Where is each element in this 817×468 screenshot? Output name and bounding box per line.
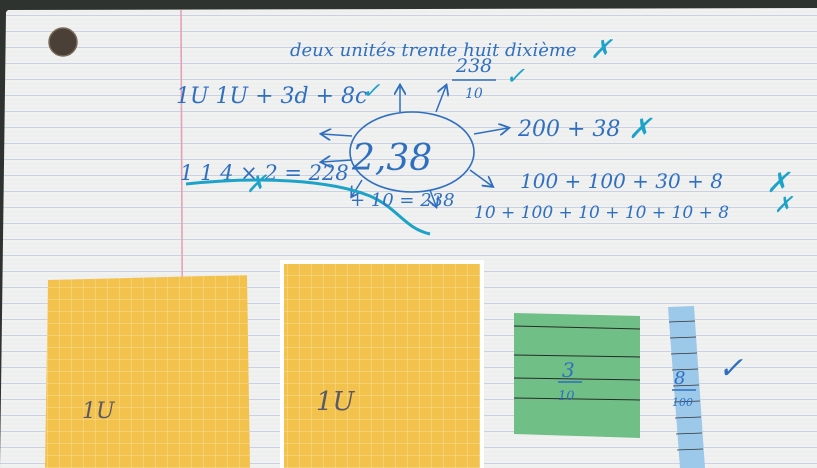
decomposition-mark: ✓ bbox=[362, 79, 381, 104]
card-1-label: 1U bbox=[82, 399, 116, 424]
title-text: deux unités trente huit dixième bbox=[290, 40, 577, 61]
correction-swoosh bbox=[185, 178, 431, 236]
blue-hundredths-strip: 8 100 bbox=[668, 306, 705, 468]
fraction-mark: ✓ bbox=[505, 62, 525, 90]
green-card-denominator: 10 bbox=[558, 389, 575, 404]
arrow-down bbox=[430, 189, 436, 206]
bottom-addition: + 10 = 238 bbox=[350, 190, 455, 211]
fraction-numerator: 238 bbox=[455, 55, 492, 77]
yellow-card-2: 1U bbox=[280, 260, 484, 468]
arrow-right bbox=[473, 128, 508, 134]
center-number: 2,38 bbox=[351, 138, 432, 179]
right-decomposition-3-mark: ✗ bbox=[774, 193, 794, 218]
yellow-card-1: 1U bbox=[45, 275, 250, 468]
green-tenths-card: 3 10 bbox=[513, 313, 641, 438]
right-decomposition-2-mark: ✗ bbox=[766, 166, 791, 199]
center-oval bbox=[349, 111, 475, 193]
arrow-left bbox=[322, 134, 353, 136]
title-mark: ✗ bbox=[590, 35, 613, 65]
right-decomposition-2: 100 + 100 + 30 + 8 bbox=[520, 169, 723, 193]
right-decomposition-3: 10 + 100 + 10 + 10 + 10 + 8 bbox=[474, 203, 729, 223]
binder-hole bbox=[49, 28, 77, 56]
strip-check-mark: ✓ bbox=[718, 351, 743, 386]
right-decomposition-1-mark: ✗ bbox=[628, 112, 653, 145]
left-multiplication-mark: ✗ bbox=[246, 170, 268, 198]
card-2-label: 1U bbox=[316, 387, 356, 417]
strip-denominator: 100 bbox=[672, 396, 693, 409]
fraction-denominator: 10 bbox=[465, 86, 483, 102]
strip-numerator: 8 bbox=[674, 368, 685, 389]
arrow-down-right bbox=[469, 169, 492, 186]
right-decomposition-1: 200 + 38 bbox=[517, 117, 620, 142]
arrow-left-low bbox=[322, 160, 353, 162]
arrow-up-right bbox=[435, 86, 446, 113]
green-card-numerator: 3 bbox=[562, 358, 575, 382]
decomposition-text: 1U 1U + 3d + 8c bbox=[176, 84, 367, 109]
arrow-down-left bbox=[352, 179, 363, 196]
